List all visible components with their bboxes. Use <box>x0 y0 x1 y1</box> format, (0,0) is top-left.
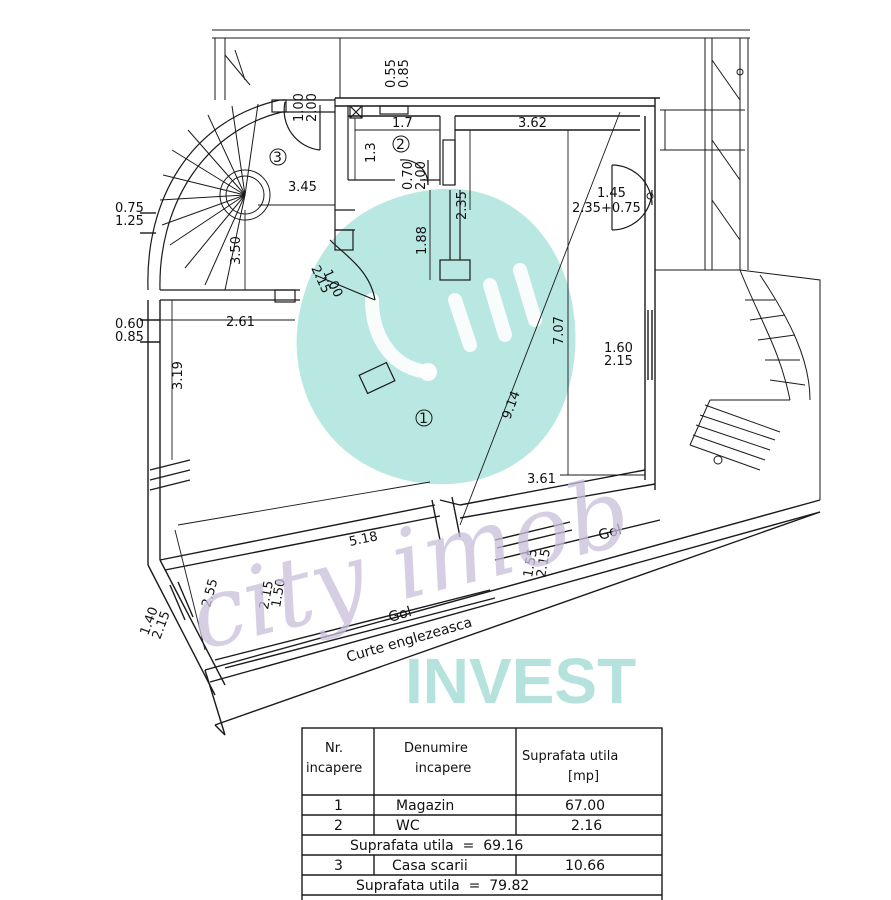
gol-label-right: Gol <box>597 522 624 544</box>
table-row-2-name: WC <box>396 818 420 834</box>
outer-walls <box>140 97 821 736</box>
watermark-block: INVEST <box>405 645 636 717</box>
area-table: Nr. incapere Denumire incapere Suprafata… <box>301 727 663 900</box>
table-row-1-name: Magazin <box>396 798 454 814</box>
dim-label: 1.88 <box>415 226 430 255</box>
table-row-3-nr: 3 <box>334 858 343 874</box>
watermark-text: city imob INVEST <box>178 455 641 717</box>
dim-label: 5.18 <box>348 529 379 550</box>
table-subtotal-1: Suprafata utila = 69.16 <box>350 838 523 854</box>
dim-label: 1.55 <box>521 548 541 579</box>
dim-label: 7.07 <box>552 316 567 345</box>
dim-label: 3.61 <box>527 472 556 487</box>
gol-label-left: Gol <box>387 604 414 626</box>
table-row-1-area: 67.00 <box>565 798 605 814</box>
dim-label: 2.55 <box>199 577 221 609</box>
dim-label: 2.15 <box>257 580 277 611</box>
dim-label: 1.60 <box>604 341 633 356</box>
dim-label: 1.00 <box>292 93 307 122</box>
table-header-den-2: incapere <box>415 761 471 776</box>
table-row-2-area: 2.16 <box>571 818 602 834</box>
exterior-staircase <box>646 68 821 500</box>
dim-label: 1.25 <box>115 214 144 229</box>
table-row-1-nr: 1 <box>334 798 343 814</box>
dim-label: 2.35 <box>455 191 470 220</box>
table-row-3-name: Casa scarii <box>392 858 468 874</box>
dim-label: 3.62 <box>518 116 547 131</box>
dim-label: 0.75 <box>115 201 144 216</box>
table-row-2-nr: 2 <box>334 818 343 834</box>
dim-label: 0.55 <box>384 59 399 88</box>
dim-label: 1.50 <box>269 578 289 609</box>
room-markers: 3 2 1 <box>269 135 433 427</box>
table-subtotal-2: Suprafata utila = 79.82 <box>356 878 529 894</box>
dim-label: 1.3 <box>364 142 379 163</box>
dim-label: 3.50 <box>229 236 244 265</box>
dimension-labels: 3.45 3.50 1.00 2.00 0.55 0.85 1.7 1.3 3.… <box>115 59 641 641</box>
dim-label: 2.35+0.75 <box>572 201 641 216</box>
dimension-lines <box>160 111 645 651</box>
dim-label: 0.70 <box>401 161 416 190</box>
table-header-den-1: Denumire <box>404 741 468 756</box>
upper-terrace <box>212 29 750 270</box>
dim-label: 1.7 <box>392 116 413 131</box>
room-number-1: 1 <box>419 411 428 427</box>
dim-label: 2.15 <box>604 354 633 369</box>
table-header-nr-1: Nr. <box>325 741 343 756</box>
spiral-staircase <box>159 103 271 291</box>
room-number-2: 2 <box>396 137 405 153</box>
dim-label: 0.85 <box>397 59 412 88</box>
interior-walls <box>147 98 653 491</box>
dim-label: 3.45 <box>288 180 317 195</box>
dim-label: 3.19 <box>171 361 186 390</box>
table-header-sup-1: Suprafata utila <box>522 749 618 764</box>
watermark-logo <box>296 188 576 485</box>
dim-label: 2.00 <box>305 93 320 122</box>
table-header-sup-2: [mp] <box>568 769 599 784</box>
dim-label: 1.45 <box>597 186 626 201</box>
dim-label: 2.00 <box>414 161 429 190</box>
dim-label: 0.60 <box>115 317 144 332</box>
table-row-3-area: 10.66 <box>565 858 605 874</box>
room-number-3: 3 <box>273 150 282 166</box>
dim-label: 0.85 <box>115 330 144 345</box>
table-header-nr-2: incapere <box>306 761 362 776</box>
dim-label: 2.15 <box>534 548 554 579</box>
dim-label: 2.61 <box>226 315 255 330</box>
